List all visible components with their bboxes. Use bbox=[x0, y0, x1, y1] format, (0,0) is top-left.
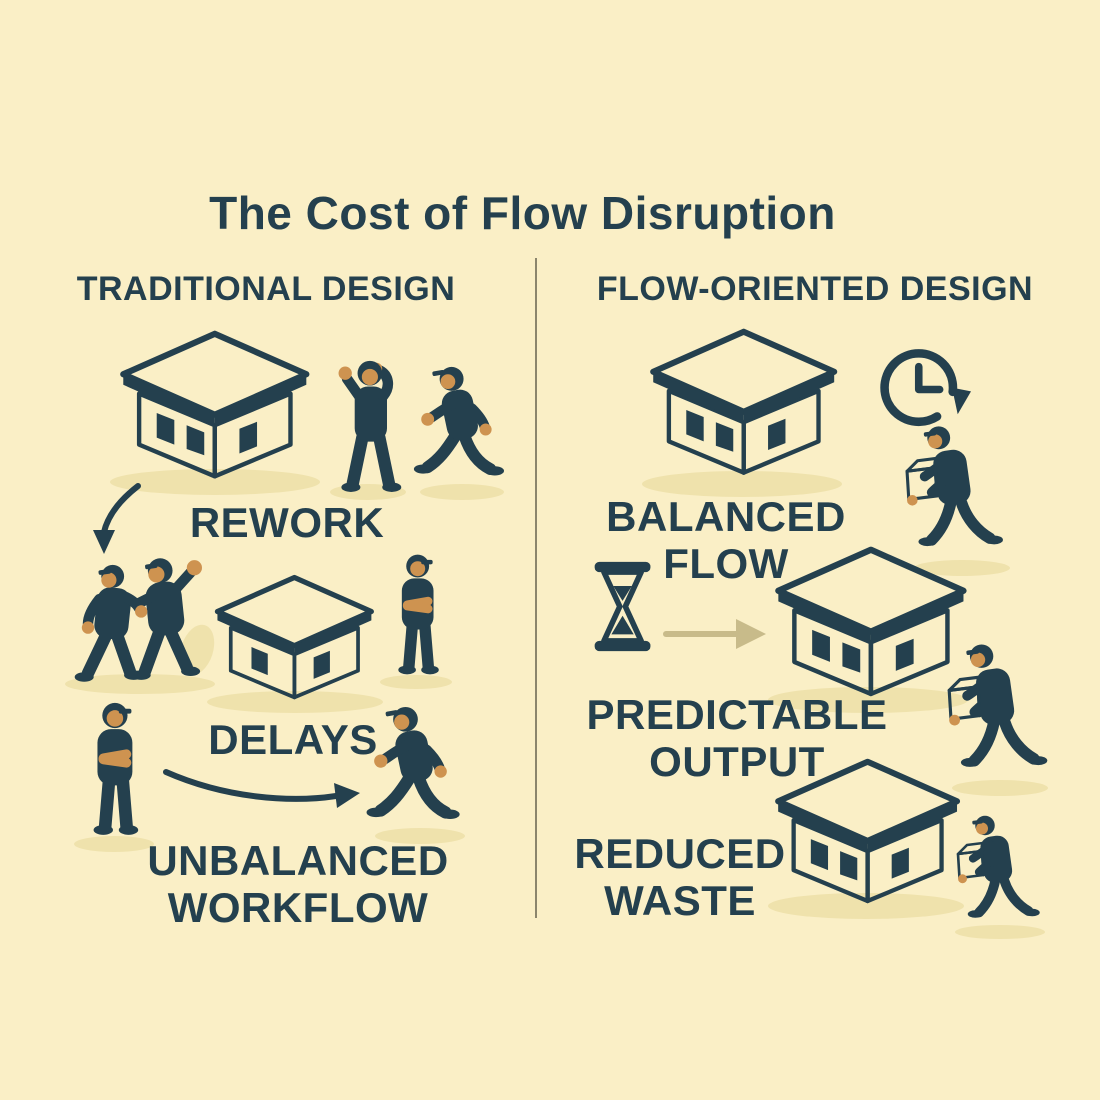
curved-down-arrow-icon bbox=[93, 483, 141, 554]
label-delays: DELAYS bbox=[208, 716, 378, 763]
worker-arms-crossed-icon-bottom bbox=[94, 703, 139, 835]
building-icon-traditional-mid bbox=[217, 577, 371, 697]
label-rework: REWORK bbox=[189, 499, 385, 546]
worker-carrying-box-icon-top bbox=[907, 426, 1003, 546]
page-title: The Cost of Flow Disruption bbox=[209, 187, 836, 239]
label-balanced-flow: BALANCED FLOW bbox=[606, 493, 846, 588]
column-divider bbox=[535, 258, 537, 918]
rotating-clock-icon bbox=[885, 353, 971, 421]
ground-shadows bbox=[65, 469, 1048, 939]
right-column-header: FLOW-ORIENTED DESIGN bbox=[596, 270, 1034, 308]
left-column-header: TRADITIONAL DESIGN bbox=[76, 270, 456, 308]
frustrated-worker-icon bbox=[339, 361, 402, 492]
rushing-worker-icon-top bbox=[414, 367, 504, 476]
label-unbalanced-workflow: UNBALANCED WORKFLOW bbox=[147, 837, 449, 932]
building-icon-flow-top bbox=[653, 332, 834, 473]
building-icon-traditional-top bbox=[123, 334, 306, 477]
worker-carrying-box-icon-bottom bbox=[958, 816, 1040, 918]
label-reduced-waste: REDUCED WASTE bbox=[574, 830, 786, 925]
label-predictable-output: PREDICTABLE OUTPUT bbox=[586, 691, 888, 786]
worker-carrying-box-icon-mid bbox=[949, 645, 1047, 767]
arguing-workers-icon bbox=[75, 558, 202, 682]
flow-arrow-icon bbox=[663, 619, 766, 649]
curved-right-arrow-icon bbox=[163, 769, 360, 808]
worker-arms-crossed-icon-mid bbox=[398, 555, 438, 675]
